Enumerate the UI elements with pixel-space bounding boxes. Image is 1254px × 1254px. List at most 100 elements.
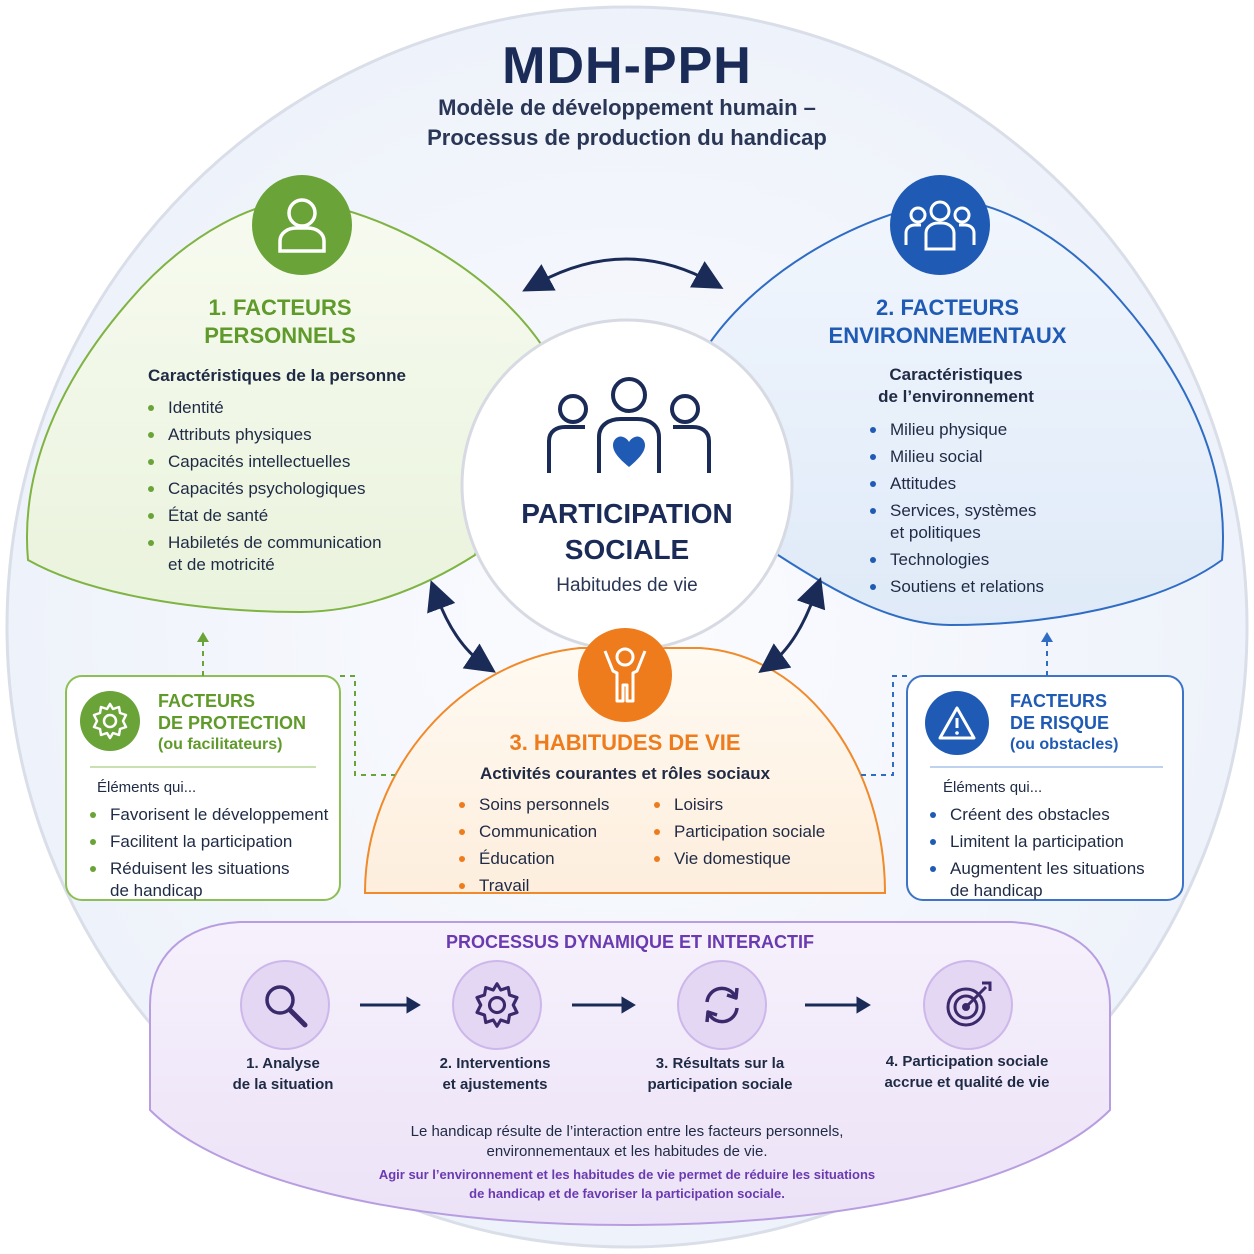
bullet-icon — [654, 802, 660, 808]
habit-item: Travail — [457, 875, 637, 897]
environmental-subtitle-line-2: de l’environnement — [878, 387, 1034, 406]
personal-factors-title: 1. FACTEURS PERSONNELS — [150, 294, 410, 350]
environmental-title-line-1: 2. FACTEURS — [875, 295, 1020, 320]
bullet-icon — [459, 883, 465, 889]
bullet-icon — [930, 866, 936, 872]
participation-subtitle: Habitudes de vie — [556, 575, 698, 596]
protection-title-line-1: FACTEURS — [158, 691, 256, 711]
page-subtitle: Modèle de développement humain – Process… — [0, 93, 1254, 153]
habit-item-label: Communication — [479, 822, 598, 841]
environmental-item-label: Attitudes — [890, 474, 957, 493]
risk-intro: Éléments qui... — [943, 779, 1043, 796]
protection-title-line-2: DE PROTECTION — [158, 713, 307, 733]
bullet-icon — [90, 866, 96, 872]
gear-icon — [80, 691, 140, 751]
environmental-item: Technologies — [868, 549, 1128, 571]
gear-icon — [452, 960, 542, 1050]
personal-title-line-1: 1. FACTEURS — [208, 295, 352, 320]
personal-item-label: Attributs physiques — [168, 425, 312, 444]
bullet-icon — [148, 459, 154, 465]
bullet-icon — [870, 508, 876, 514]
personal-item: Habiletés de communication et de motrici… — [146, 532, 446, 576]
personal-subtitle: Caractéristiques de la personne — [148, 366, 406, 385]
protection-item: Réduisent les situations de handicap — [88, 858, 333, 902]
environmental-item: Milieu social — [868, 446, 1128, 468]
process-emphasis-line-1: Agir sur l’environnement et les habitude… — [378, 1167, 876, 1182]
habit-item: Loisirs — [652, 794, 852, 816]
magnifier-icon — [240, 960, 330, 1050]
environmental-item: Attitudes — [868, 473, 1128, 495]
habit-item: Soins personnels — [457, 794, 637, 816]
environmental-item-label: Services, systèmes et politiques — [890, 501, 1037, 542]
process-step-2: 2. Interventions et ajustements — [439, 1055, 551, 1093]
participation-title-line-2: SOCIALE — [564, 534, 690, 565]
process-step-4: 4. Participation sociale accrue et quali… — [884, 1053, 1050, 1091]
protection-item-label: Favorisent le développement — [110, 805, 329, 824]
environmental-title-line-2: ENVIRONNEMENTAUX — [828, 323, 1067, 348]
bullet-icon — [930, 839, 936, 845]
process-note: Le handicap résulte de l’interaction ent… — [200, 1122, 1054, 1162]
habit-item-label: Vie domestique — [674, 849, 791, 868]
bullet-icon — [459, 856, 465, 862]
process-note-line-1: Le handicap résulte de l’interaction ent… — [410, 1123, 844, 1140]
environmental-subtitle-line-1: Caractéristiques — [889, 365, 1023, 384]
participation-title-line-1: PARTICIPATION — [521, 498, 733, 529]
personal-item: Capacités intellectuelles — [146, 451, 446, 473]
risk-title-line-3: (ou obstacles) — [1010, 736, 1119, 753]
child-icon — [578, 628, 672, 722]
bullet-icon — [654, 829, 660, 835]
bullet-icon — [870, 427, 876, 433]
risk-item: Limitent la participation — [928, 831, 1173, 853]
habit-item-label: Soins personnels — [479, 795, 610, 814]
bullet-icon — [148, 513, 154, 519]
bullet-icon — [148, 540, 154, 546]
personal-title-line-2: PERSONNELS — [204, 323, 356, 348]
environmental-item: Services, systèmes et politiques — [868, 500, 1128, 544]
bullet-icon — [148, 405, 154, 411]
protection-item-label: Facilitent la participation — [110, 832, 293, 851]
personal-item-label: Identité — [168, 398, 224, 417]
personal-item: Attributs physiques — [146, 424, 446, 446]
protection-item-label: Réduisent les situations de handicap — [110, 859, 290, 900]
habit-item: Vie domestique — [652, 848, 852, 870]
risk-item: Augmentent les situations de handicap — [928, 858, 1173, 902]
bullet-icon — [870, 584, 876, 590]
cycle-icon — [677, 960, 767, 1050]
habit-item: Communication — [457, 821, 637, 843]
bullet-icon — [90, 839, 96, 845]
personal-item: État de santé — [146, 505, 446, 527]
habit-item-label: Loisirs — [674, 795, 724, 814]
personal-item-label: Capacités psychologiques — [168, 479, 366, 498]
habit-item: Éducation — [457, 848, 637, 870]
warning-icon — [925, 691, 989, 755]
environmental-subtitle: Caractéristiques de l’environnement — [846, 364, 1066, 408]
person-icon — [252, 175, 352, 275]
bullet-icon — [654, 856, 660, 862]
risk-item: Créent des obstacles — [928, 804, 1173, 826]
risk-item-label: Limitent la participation — [950, 832, 1124, 851]
habits-subtitle: Activités courantes et rôles sociaux — [479, 764, 771, 783]
habit-item: Participation sociale — [652, 821, 852, 843]
environmental-item-label: Milieu social — [890, 447, 983, 466]
risk-title: FACTEURS DE RISQUE (ou obstacles) — [1010, 690, 1118, 756]
protection-title-line-3: (ou facilitateurs) — [158, 736, 283, 753]
page-title: MDH-PPH — [502, 37, 752, 95]
bullet-icon — [148, 432, 154, 438]
habit-item-label: Éducation — [479, 849, 555, 868]
target-icon — [923, 960, 1013, 1050]
protection-intro: Éléments qui... — [97, 779, 197, 796]
personal-item: Identité — [146, 397, 446, 419]
habit-item-label: Participation sociale — [674, 822, 826, 841]
bullet-icon — [90, 812, 96, 818]
personal-item-label: État de santé — [168, 506, 269, 525]
environmental-item-label: Milieu physique — [890, 420, 1008, 439]
group-icon — [890, 175, 990, 275]
personal-item: Capacités psychologiques — [146, 478, 446, 500]
protection-item: Favorisent le développement — [88, 804, 333, 826]
